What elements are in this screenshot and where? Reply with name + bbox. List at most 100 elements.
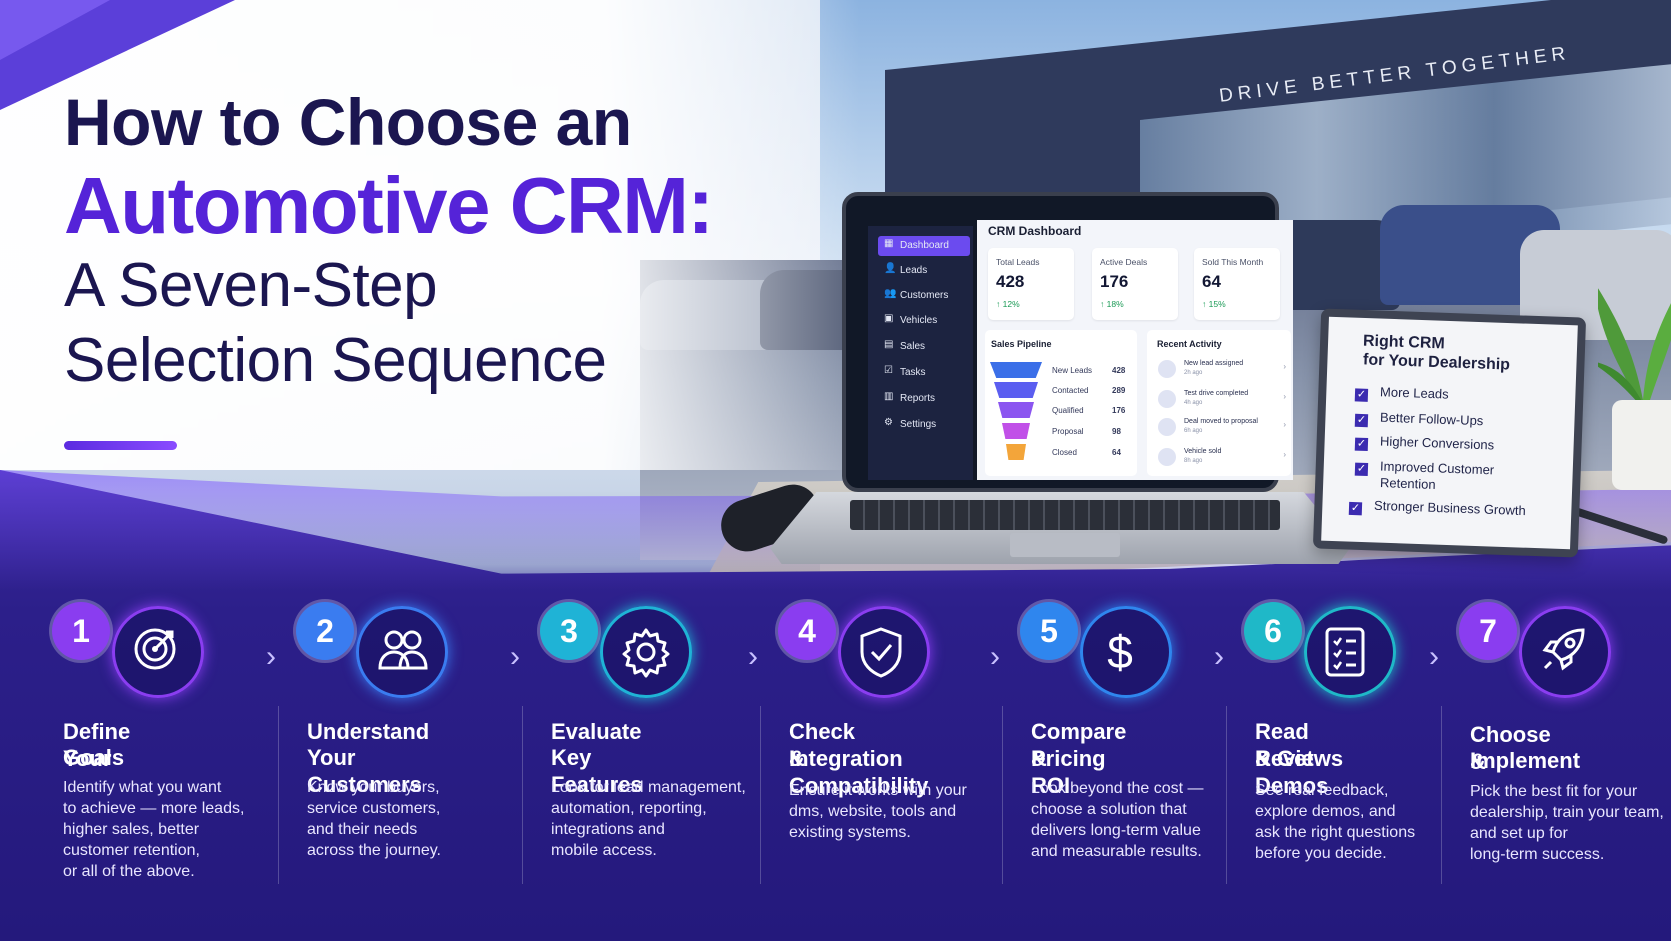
checklist-item-text: More Leads [1379,384,1449,402]
car-icon: ▣ [884,313,894,324]
users-icon: 👥 [884,288,897,299]
step-description-line: Ensure it works with your [789,782,967,799]
crm-dashboard-title: CRM Dashboard [988,224,1082,238]
title-line-4: Selection Sequence [64,326,607,395]
chevron-right-icon: › [1283,362,1286,371]
crm-nav-label: Settings [900,419,937,430]
step-description-line: or all of the above. [63,863,195,880]
funnel-segment [1006,444,1026,460]
chevron-right-icon: › [990,640,1000,673]
step-description-line: integrations and [551,821,665,838]
checklist-item: Retention [1380,475,1436,492]
crm-nav-reports[interactable]: ▥Reports [878,389,970,409]
step-description-line: See real feedback, [1255,782,1389,799]
crm-nav-tasks[interactable]: ☑Tasks [878,363,970,383]
checkbox-icon: ✓ [1354,437,1369,452]
activity-text: New lead assigned [1184,360,1244,367]
title-underline [64,441,177,450]
step-heading-line-2: & Get Demos [1255,746,1329,798]
crm-nav-label: Vehicles [900,315,938,326]
sales-pipeline-title: Sales Pipeline [991,339,1052,349]
crm-nav-vehicles[interactable]: ▣ Vehicles [878,311,970,331]
checkbox-icon: ✓ [1354,388,1369,402]
kpi-label: Active Deals [1100,257,1148,267]
chevron-right-icon: › [510,640,520,673]
crm-nav-settings[interactable]: ⚙Settings [878,415,970,435]
kpi-card-active-deals: Active Deals 176 ↑ 18% [1092,248,1178,320]
svg-text:$: $ [1107,626,1133,678]
chart-icon: ▥ [884,391,894,402]
activity-item[interactable]: New lead assigned 2h ago › [1158,358,1286,384]
funnel-segment [994,382,1038,398]
pipeline-stage-label: Qualified [1052,406,1084,415]
crm-nav-leads[interactable]: 👤Leads [878,261,970,281]
arrow-up-icon: ↑ [1100,299,1107,309]
kpi-change: ↑ 15% [1202,299,1226,309]
checkbox-icon: ✓ [1354,462,1369,477]
step-divider [522,706,523,884]
pipeline-stage-value: 428 [1112,366,1126,375]
step-heading-line-1: Compare Pricing [1031,719,1127,771]
avatar [1158,448,1176,466]
step-number-badge: 5 [1020,602,1078,660]
kpi-change-value: 12% [1002,299,1020,309]
step-description-line: customer retention, [63,842,200,859]
step-heading-line-1: Check Integration [789,719,903,771]
checklist-item-text: Improved Customer [1379,458,1495,478]
step-description-line: Identify what you want [63,779,222,796]
crm-nav-sales[interactable]: ▤ Sales [878,337,970,357]
gear-icon [620,626,672,683]
kpi-value: 64 [1202,272,1221,291]
checklist-item-text: Better Follow-Ups [1379,409,1484,429]
step-description-line: Pick the best fit for your [1470,783,1638,800]
crm-nav-customers[interactable]: 👥Customers [878,286,970,306]
step-heading-line-2: & Compatibility [789,746,929,798]
funnel-segment [990,362,1042,378]
laptop-trackpad [1010,533,1120,557]
crm-nav-label: Sales [900,341,926,352]
step-description-line: dms, website, tools and [789,803,957,820]
recent-activity-title: Recent Activity [1157,339,1222,349]
step-description-line: service customers, [307,800,441,817]
step-description-line: to achieve — more leads, [63,800,245,817]
step-divider [1002,706,1003,884]
step-description-line: Look beyond the cost — [1031,780,1204,797]
dashboard-icon: ▦ [884,238,894,249]
step-number-badge: 1 [52,602,110,660]
step-description-line: across the journey. [307,842,441,859]
user-icon: 👤 [884,263,897,274]
kpi-card-sold-this-month: Sold This Month 64 ↑ 15% [1194,248,1280,320]
avatar [1158,390,1176,408]
step-description-line: mobile access. [551,842,657,859]
step-description-line: dealership, train your team, [1470,804,1664,821]
dollar-icon: $ [1100,626,1140,683]
activity-time: 2h ago [1184,370,1203,376]
kpi-card-total-leads: Total Leads 428 ↑ 12% [988,248,1074,320]
checklist-clipboard [1312,308,1587,558]
chevron-right-icon: › [1283,420,1286,429]
pipeline-stage-label: Contacted [1052,386,1089,395]
step-description-line: and their needs [307,821,418,838]
step-description-line: Look for lead management, [551,779,746,796]
step-heading-line-1: Choose & [1470,722,1551,774]
kpi-value: 176 [1100,272,1129,291]
crm-nav-label: Dashboard [900,240,949,251]
activity-text: Vehicle sold [1184,448,1222,455]
step-icon-ring [356,606,448,698]
tag-icon: ▤ [884,339,894,350]
step-number-badge: 4 [778,602,836,660]
crm-nav-label: Customers [900,290,949,301]
shield-check-icon [858,626,904,683]
target-icon [132,626,178,677]
step-description-line: existing systems. [789,824,911,841]
pipeline-stage-value: 289 [1112,386,1126,395]
checklist-item-text: Higher Conversions [1379,433,1495,453]
chevron-right-icon: › [748,640,758,673]
step-number-badge: 2 [296,602,354,660]
crm-nav-dashboard[interactable]: ▦ Dashboard [878,236,970,256]
step-description-line: delivers long-term value [1031,822,1201,839]
corner-accent [0,0,110,60]
